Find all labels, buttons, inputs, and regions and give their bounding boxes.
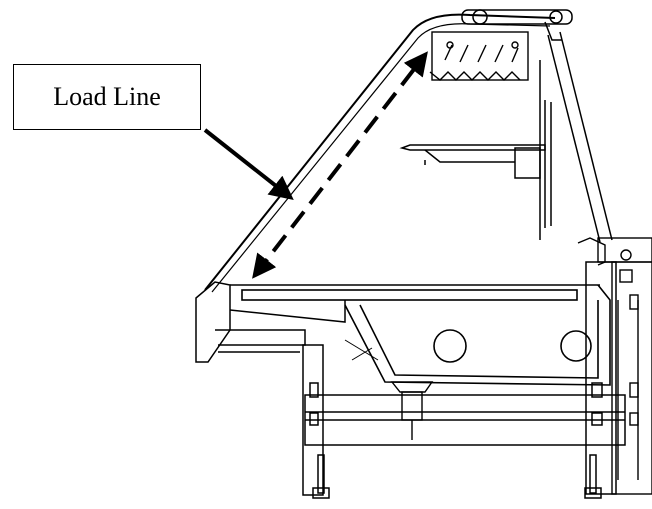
rear-components bbox=[577, 237, 652, 495]
load-line-arrow bbox=[252, 51, 428, 279]
front-glass bbox=[204, 13, 556, 293]
display-shelf bbox=[399, 144, 546, 179]
load-line-label: Load Line bbox=[13, 64, 201, 130]
rear-frame bbox=[539, 31, 613, 243]
display-deck bbox=[230, 284, 600, 301]
drain-fitting bbox=[390, 381, 434, 440]
base-frame bbox=[304, 394, 626, 446]
refrigeration-coil bbox=[429, 31, 529, 81]
label-pointer-arrow bbox=[203, 128, 294, 200]
front-bumper bbox=[195, 281, 346, 363]
support-legs bbox=[302, 261, 617, 499]
top-light-fixture bbox=[461, 9, 573, 41]
tank-body bbox=[344, 284, 611, 386]
